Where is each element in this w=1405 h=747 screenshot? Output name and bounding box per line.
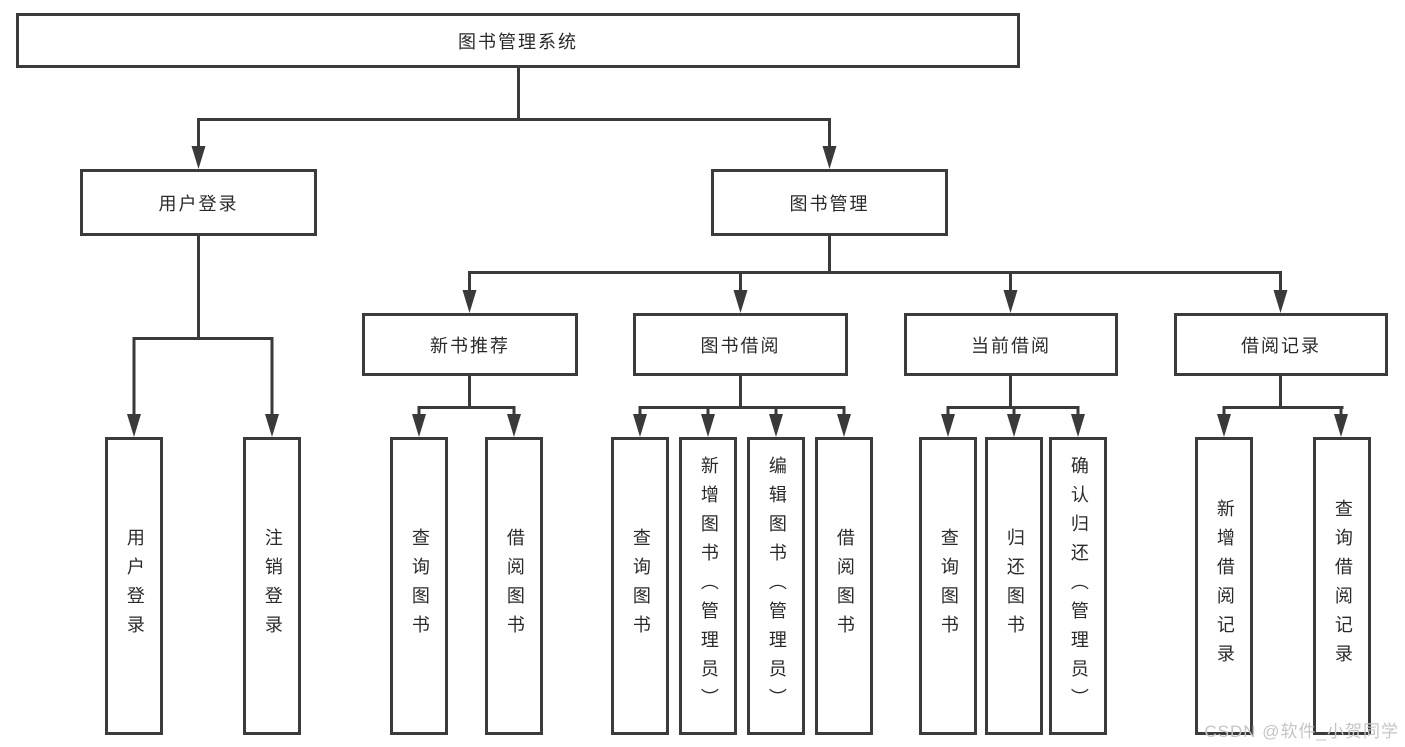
leaf-confirm-return-admin-label: 确认归还（管理员）	[1068, 455, 1089, 717]
node-book-borrow-label: 图书借阅	[700, 335, 781, 356]
node-book-borrow: 图书借阅	[633, 313, 848, 376]
node-root: 图书管理系统	[16, 13, 1020, 68]
leaf-logout: 注销登录	[243, 437, 301, 735]
leaf-query-books-borrow: 查询图书	[611, 437, 669, 735]
leaf-query-borrow-record-label: 查询借阅记录	[1332, 499, 1353, 673]
arrowheads	[127, 146, 1348, 437]
node-borrow-records: 借阅记录	[1174, 313, 1388, 376]
node-book-management: 图书管理	[711, 169, 948, 236]
node-borrow-records-label: 借阅记录	[1241, 335, 1321, 356]
node-book-management-label: 图书管理	[789, 193, 870, 214]
node-new-book-recommend: 新书推荐	[362, 313, 578, 376]
leaf-query-borrow-record: 查询借阅记录	[1313, 437, 1371, 735]
leaf-query-books-recommend: 查询图书	[390, 437, 448, 735]
leaf-query-books-current-label: 查询图书	[938, 528, 959, 644]
leaf-user-login: 用户登录	[105, 437, 163, 735]
node-user-login-label: 用户登录	[158, 193, 239, 214]
leaf-edit-books-admin-label: 编辑图书（管理员）	[766, 455, 787, 717]
leaf-edit-books-admin: 编辑图书（管理员）	[747, 437, 805, 735]
node-current-borrow-label: 当前借阅	[971, 335, 1051, 356]
node-new-book-recommend-label: 新书推荐	[430, 335, 510, 356]
connector-current-borrow-split	[946, 374, 1080, 418]
leaf-logout-label: 注销登录	[262, 528, 283, 644]
leaf-borrow-books-recommend: 借阅图书	[485, 437, 543, 735]
connector-book-mgmt-split	[468, 234, 1282, 294]
leaf-query-books-borrow-label: 查询图书	[630, 528, 651, 644]
node-root-label: 图书管理系统	[458, 31, 578, 52]
leaf-query-books-current: 查询图书	[919, 437, 977, 735]
leaf-borrow-books-label: 借阅图书	[834, 528, 855, 644]
leaf-add-books-admin: 新增图书（管理员）	[679, 437, 737, 735]
node-user-login: 用户登录	[80, 169, 317, 236]
watermark: CSDN @软件_小贺同学	[1204, 722, 1399, 741]
connector-root-split	[197, 66, 831, 150]
leaf-user-login-label: 用户登录	[124, 528, 145, 644]
leaf-add-books-admin-label: 新增图书（管理员）	[698, 455, 719, 717]
connector-user-login-split	[132, 234, 274, 418]
leaf-query-books-recommend-label: 查询图书	[409, 528, 430, 644]
leaf-borrow-books-recommend-label: 借阅图书	[504, 528, 525, 644]
connector-book-borrow-split	[638, 374, 846, 418]
leaf-confirm-return-admin: 确认归还（管理员）	[1049, 437, 1107, 735]
node-current-borrow: 当前借阅	[904, 313, 1118, 376]
leaf-add-borrow-record-label: 新增借阅记录	[1214, 499, 1235, 673]
connector-borrow-records-split	[1222, 374, 1344, 418]
leaf-add-borrow-record: 新增借阅记录	[1195, 437, 1253, 735]
leaf-borrow-books: 借阅图书	[815, 437, 873, 735]
leaf-return-books: 归还图书	[985, 437, 1043, 735]
connector-new-book-split	[417, 374, 516, 418]
leaf-return-books-label: 归还图书	[1004, 528, 1025, 644]
